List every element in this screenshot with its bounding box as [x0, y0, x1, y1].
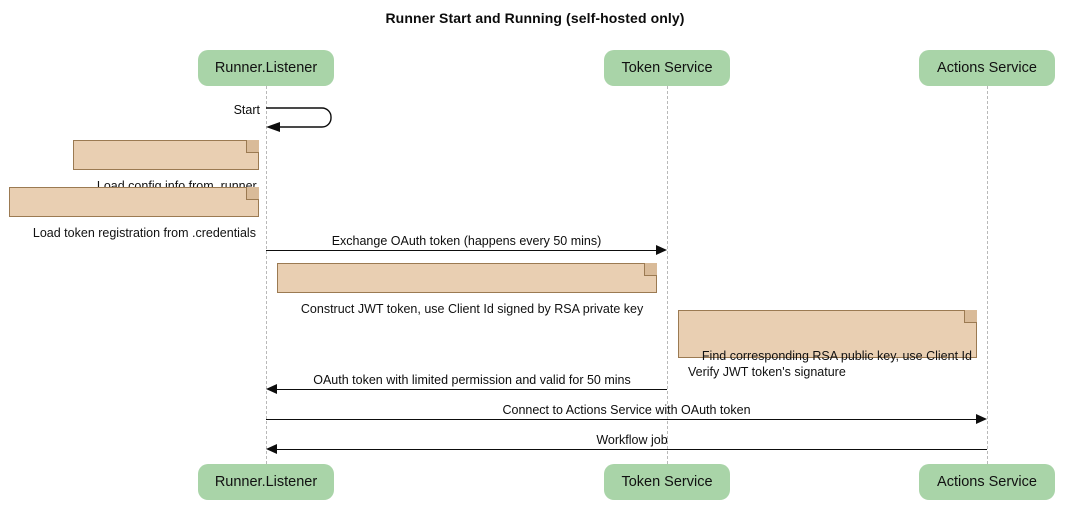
self-message-start — [264, 104, 342, 134]
message-line-workflow-job — [277, 449, 987, 450]
diagram-title: Runner Start and Running (self-hosted on… — [385, 10, 685, 26]
message-line-connect-actions-service — [266, 419, 976, 420]
note-fold-icon — [964, 310, 977, 323]
message-arrowhead-connect-actions-service — [976, 414, 987, 424]
participant-label: Runner.Listener — [214, 474, 318, 490]
lifeline-actions — [987, 86, 988, 464]
participant-token-top[interactable]: Token Service — [604, 50, 730, 86]
participant-token-bottom[interactable]: Token Service — [604, 464, 730, 500]
message-arrowhead-oauth-token-reply — [266, 384, 277, 394]
participant-label: Actions Service — [937, 60, 1037, 76]
lifeline-runner — [266, 86, 267, 464]
participant-label: Actions Service — [937, 474, 1037, 490]
note-construct-jwt-token: Construct JWT token, use Client Id signe… — [277, 263, 657, 316]
note-fold-icon — [246, 140, 259, 153]
note-fold-icon — [644, 263, 657, 276]
participant-label: Runner.Listener — [214, 60, 318, 76]
participant-label: Token Service — [621, 474, 713, 490]
message-line-oauth-token-reply — [277, 389, 667, 390]
message-line-exchange-oauth-token — [266, 250, 656, 251]
note-verify-jwt-token: Find corresponding RSA public key, use C… — [678, 310, 977, 379]
message-label-connect-actions-service: Connect to Actions Service with OAuth to… — [502, 403, 751, 417]
message-arrowhead-workflow-job — [266, 444, 277, 454]
note-fold-icon — [246, 187, 259, 200]
message-label-start: Start — [233, 103, 260, 117]
participant-actions-bottom[interactable]: Actions Service — [919, 464, 1055, 500]
participant-runner-top[interactable]: Runner.Listener — [198, 50, 334, 86]
note-load-config-info: Load config info from .runner — [73, 140, 259, 193]
message-arrowhead-exchange-oauth-token — [656, 245, 667, 255]
note-text: Load token registration from .credential… — [32, 226, 256, 240]
message-label-oauth-token-reply: OAuth token with limited permission and … — [313, 373, 631, 387]
participant-actions-top[interactable]: Actions Service — [919, 50, 1055, 86]
note-text: Find corresponding RSA public key, use C… — [688, 349, 972, 379]
message-label-workflow-job: Workflow job — [596, 433, 668, 447]
note-load-token-registration: Load token registration from .credential… — [9, 187, 259, 240]
participant-runner-bottom[interactable]: Runner.Listener — [198, 464, 334, 500]
note-text: Construct JWT token, use Client Id signe… — [300, 302, 644, 316]
participant-label: Token Service — [621, 60, 713, 76]
message-label-exchange-oauth-token: Exchange OAuth token (happens every 50 m… — [331, 234, 602, 248]
lifeline-token — [667, 86, 668, 464]
